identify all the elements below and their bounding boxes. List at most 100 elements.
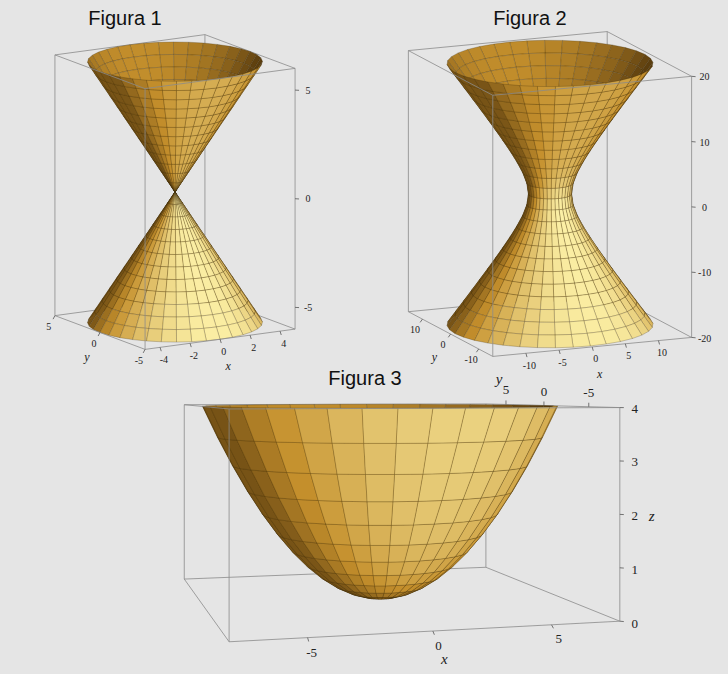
surface-plot [184, 400, 624, 641]
surface-patch [175, 192, 178, 204]
surface-patch [551, 188, 555, 199]
surface-patch [165, 292, 176, 305]
surface-patch [175, 192, 182, 204]
tick-mark [692, 272, 696, 273]
surface-patch [537, 335, 555, 348]
surface-patch [568, 308, 584, 322]
surface-patch [530, 66, 545, 79]
surface-patch [534, 141, 544, 151]
surface-patch [540, 222, 546, 234]
bounding-box-edge [54, 55, 55, 316]
surface-patch [543, 199, 547, 210]
surface-patch [183, 266, 193, 279]
surface-patch [554, 113, 568, 123]
surface-patch [552, 234, 559, 247]
tick-mark [476, 349, 478, 352]
surface-patch [173, 192, 175, 204]
surface-patch [536, 246, 545, 259]
surface-patch [511, 308, 527, 322]
surface-patch [546, 169, 552, 179]
surface-patch [547, 199, 551, 210]
surface-patch [542, 178, 547, 188]
surface-patch [552, 159, 559, 169]
surface-patch [147, 329, 163, 342]
surface-patch [566, 112, 581, 122]
surface-patch [189, 89, 204, 99]
surface-patch [176, 146, 182, 155]
surface-patch [545, 40, 563, 53]
surface-patch [176, 317, 190, 330]
surface-patch [158, 42, 173, 55]
surface-patch [543, 259, 553, 272]
surface-patch [169, 146, 175, 155]
surface-patch [552, 141, 562, 150]
surface-patch [185, 117, 196, 127]
surface-patch [174, 183, 175, 192]
surface-patch [170, 182, 175, 192]
surface-patch [160, 54, 174, 67]
surface-patch [154, 291, 166, 304]
surface-patch [175, 173, 178, 182]
surface-patch [532, 271, 544, 284]
surface-patch [527, 40, 545, 53]
surface-patch [552, 246, 561, 259]
surface-patch [176, 254, 184, 267]
surface-patch [553, 284, 566, 297]
surface-patch [564, 283, 577, 296]
surface-patch [168, 192, 175, 204]
surface-patch [566, 296, 581, 309]
tick-mark [295, 307, 299, 308]
surface-patch [553, 271, 564, 284]
surface-patch [543, 141, 553, 150]
surface-patch [156, 117, 167, 127]
surface-patch [551, 210, 556, 222]
surface-patch [176, 109, 188, 118]
surface-patch [168, 181, 175, 192]
surface-patch [538, 96, 555, 105]
surface-patch [167, 127, 176, 136]
surface-patch [183, 127, 193, 137]
surface-patch [186, 108, 198, 118]
tick-mark [692, 337, 696, 338]
surface-patch [546, 222, 552, 234]
surface-patch [175, 182, 180, 192]
bounding-box-edge [486, 567, 620, 621]
surface-patch [529, 53, 546, 66]
surface-patch [522, 321, 539, 334]
surface-patch [571, 333, 590, 347]
surface-patch [527, 113, 541, 123]
surface-patch [170, 155, 175, 164]
surface-patch [168, 182, 175, 192]
surface-patch [161, 67, 174, 80]
surface-patch [532, 131, 544, 141]
surface-patch [166, 279, 176, 292]
surface-patch [520, 86, 539, 96]
surface-patch [534, 259, 544, 272]
surface-patch [161, 329, 176, 342]
tick-mark [448, 334, 450, 337]
surface-patch [136, 315, 151, 329]
bounding-box-edge [408, 312, 492, 357]
surface-patch [169, 192, 175, 204]
surface-patch [175, 204, 178, 217]
surface-patch [522, 95, 539, 105]
surface-patch [173, 183, 175, 192]
bounding-box-edge [55, 55, 145, 89]
surface-patch [176, 304, 189, 317]
surface-patch [173, 174, 176, 183]
surface-patch [176, 127, 185, 136]
surface-patch [545, 234, 552, 246]
surface-patch [554, 309, 569, 322]
tick-mark [53, 316, 55, 320]
tick-mark [160, 347, 161, 351]
bounding-box-edge [408, 51, 492, 96]
surface-patch [174, 67, 187, 80]
surface-patch [552, 150, 561, 160]
surface-patch [162, 90, 176, 99]
tick-mark [98, 333, 100, 337]
surface-patch [175, 181, 182, 192]
surface-patch [552, 259, 562, 272]
surface-patch [176, 90, 190, 100]
tick-mark [280, 331, 281, 335]
surface-patch [514, 295, 529, 309]
